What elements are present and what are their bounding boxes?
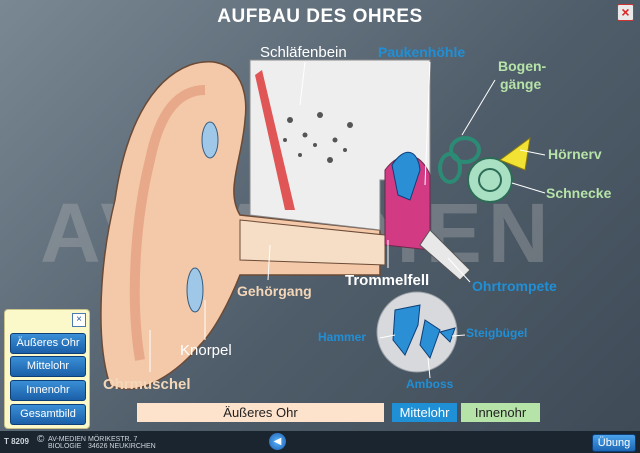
label-paukenhoehle: Paukenhöhle — [378, 44, 466, 60]
ear-fold — [129, 85, 206, 361]
section-menu: × Äußeres Ohr Mittelohr Innenohr Gesamtb… — [4, 309, 90, 429]
stirrup-bone — [439, 327, 456, 343]
label-knorpel: Knorpel — [180, 342, 232, 359]
semicircular-canal — [438, 152, 462, 184]
page-title: AUFBAU DES OHRES — [217, 6, 423, 27]
label-schnecke: Schnecke — [546, 185, 612, 201]
pointer-lines — [149, 61, 546, 379]
cartilage-piece — [201, 121, 219, 159]
temporal-bone — [249, 59, 431, 231]
footer-street: MÖRIKESTR. 7 — [88, 436, 138, 443]
close-icon[interactable]: × — [617, 4, 634, 21]
cartilage-piece — [186, 267, 204, 313]
ear-canal — [239, 219, 386, 266]
bone-vessel — [255, 70, 295, 210]
label-steigbuegel: Steigbügel — [466, 326, 528, 340]
exercise-button[interactable]: Übung — [592, 434, 636, 452]
menu-button-overview[interactable]: Gesamtbild — [10, 404, 86, 425]
auditory-nerve — [498, 136, 531, 171]
legend-inner-ear: Innenohr — [461, 403, 540, 422]
label-ohrtrompete: Ohrtrompete — [472, 278, 557, 294]
copyright-icon: © — [37, 434, 45, 445]
label-ohrmuschel: Ohrmuschel — [103, 376, 191, 393]
label-amboss: Amboss — [406, 377, 454, 391]
cochlea-inner — [478, 168, 502, 192]
label-schlaefenbein: Schläfenbein — [260, 44, 347, 61]
label-gehoergang: Gehörgang — [237, 283, 312, 299]
footer-publisher: AV-MEDIEN — [48, 436, 86, 443]
footer-code: T 8209 — [4, 437, 29, 446]
legend-outer-ear: Äußeres Ohr — [137, 403, 384, 422]
bone-pores — [283, 112, 353, 163]
semicircular-canal — [449, 136, 481, 164]
ossicles-small — [391, 152, 421, 201]
label-bogengaenge-2: gänge — [500, 76, 542, 92]
menu-close-icon[interactable]: × — [72, 313, 86, 327]
footer-bar — [0, 431, 640, 453]
legend-middle-ear: Mittelohr — [392, 403, 457, 422]
label-bogengaenge-1: Bogen- — [498, 58, 547, 74]
menu-button-middle-ear[interactable]: Mittelohr — [10, 356, 86, 377]
label-hoernerv: Hörnerv — [548, 146, 602, 162]
eustachian-tube — [419, 229, 471, 281]
label-hammer: Hammer — [318, 330, 367, 344]
footer-subject: BIOLOGIE — [48, 443, 82, 450]
menu-button-inner-ear[interactable]: Innenohr — [10, 380, 86, 401]
label-trommelfell: Trommelfell — [345, 272, 430, 289]
back-button[interactable]: ◀ — [269, 433, 286, 450]
cochlea — [467, 157, 513, 203]
footer-city: 34626 NEUKIRCHEN — [88, 443, 156, 450]
anvil-bone — [419, 319, 441, 360]
menu-button-outer-ear[interactable]: Äußeres Ohr — [10, 333, 86, 354]
